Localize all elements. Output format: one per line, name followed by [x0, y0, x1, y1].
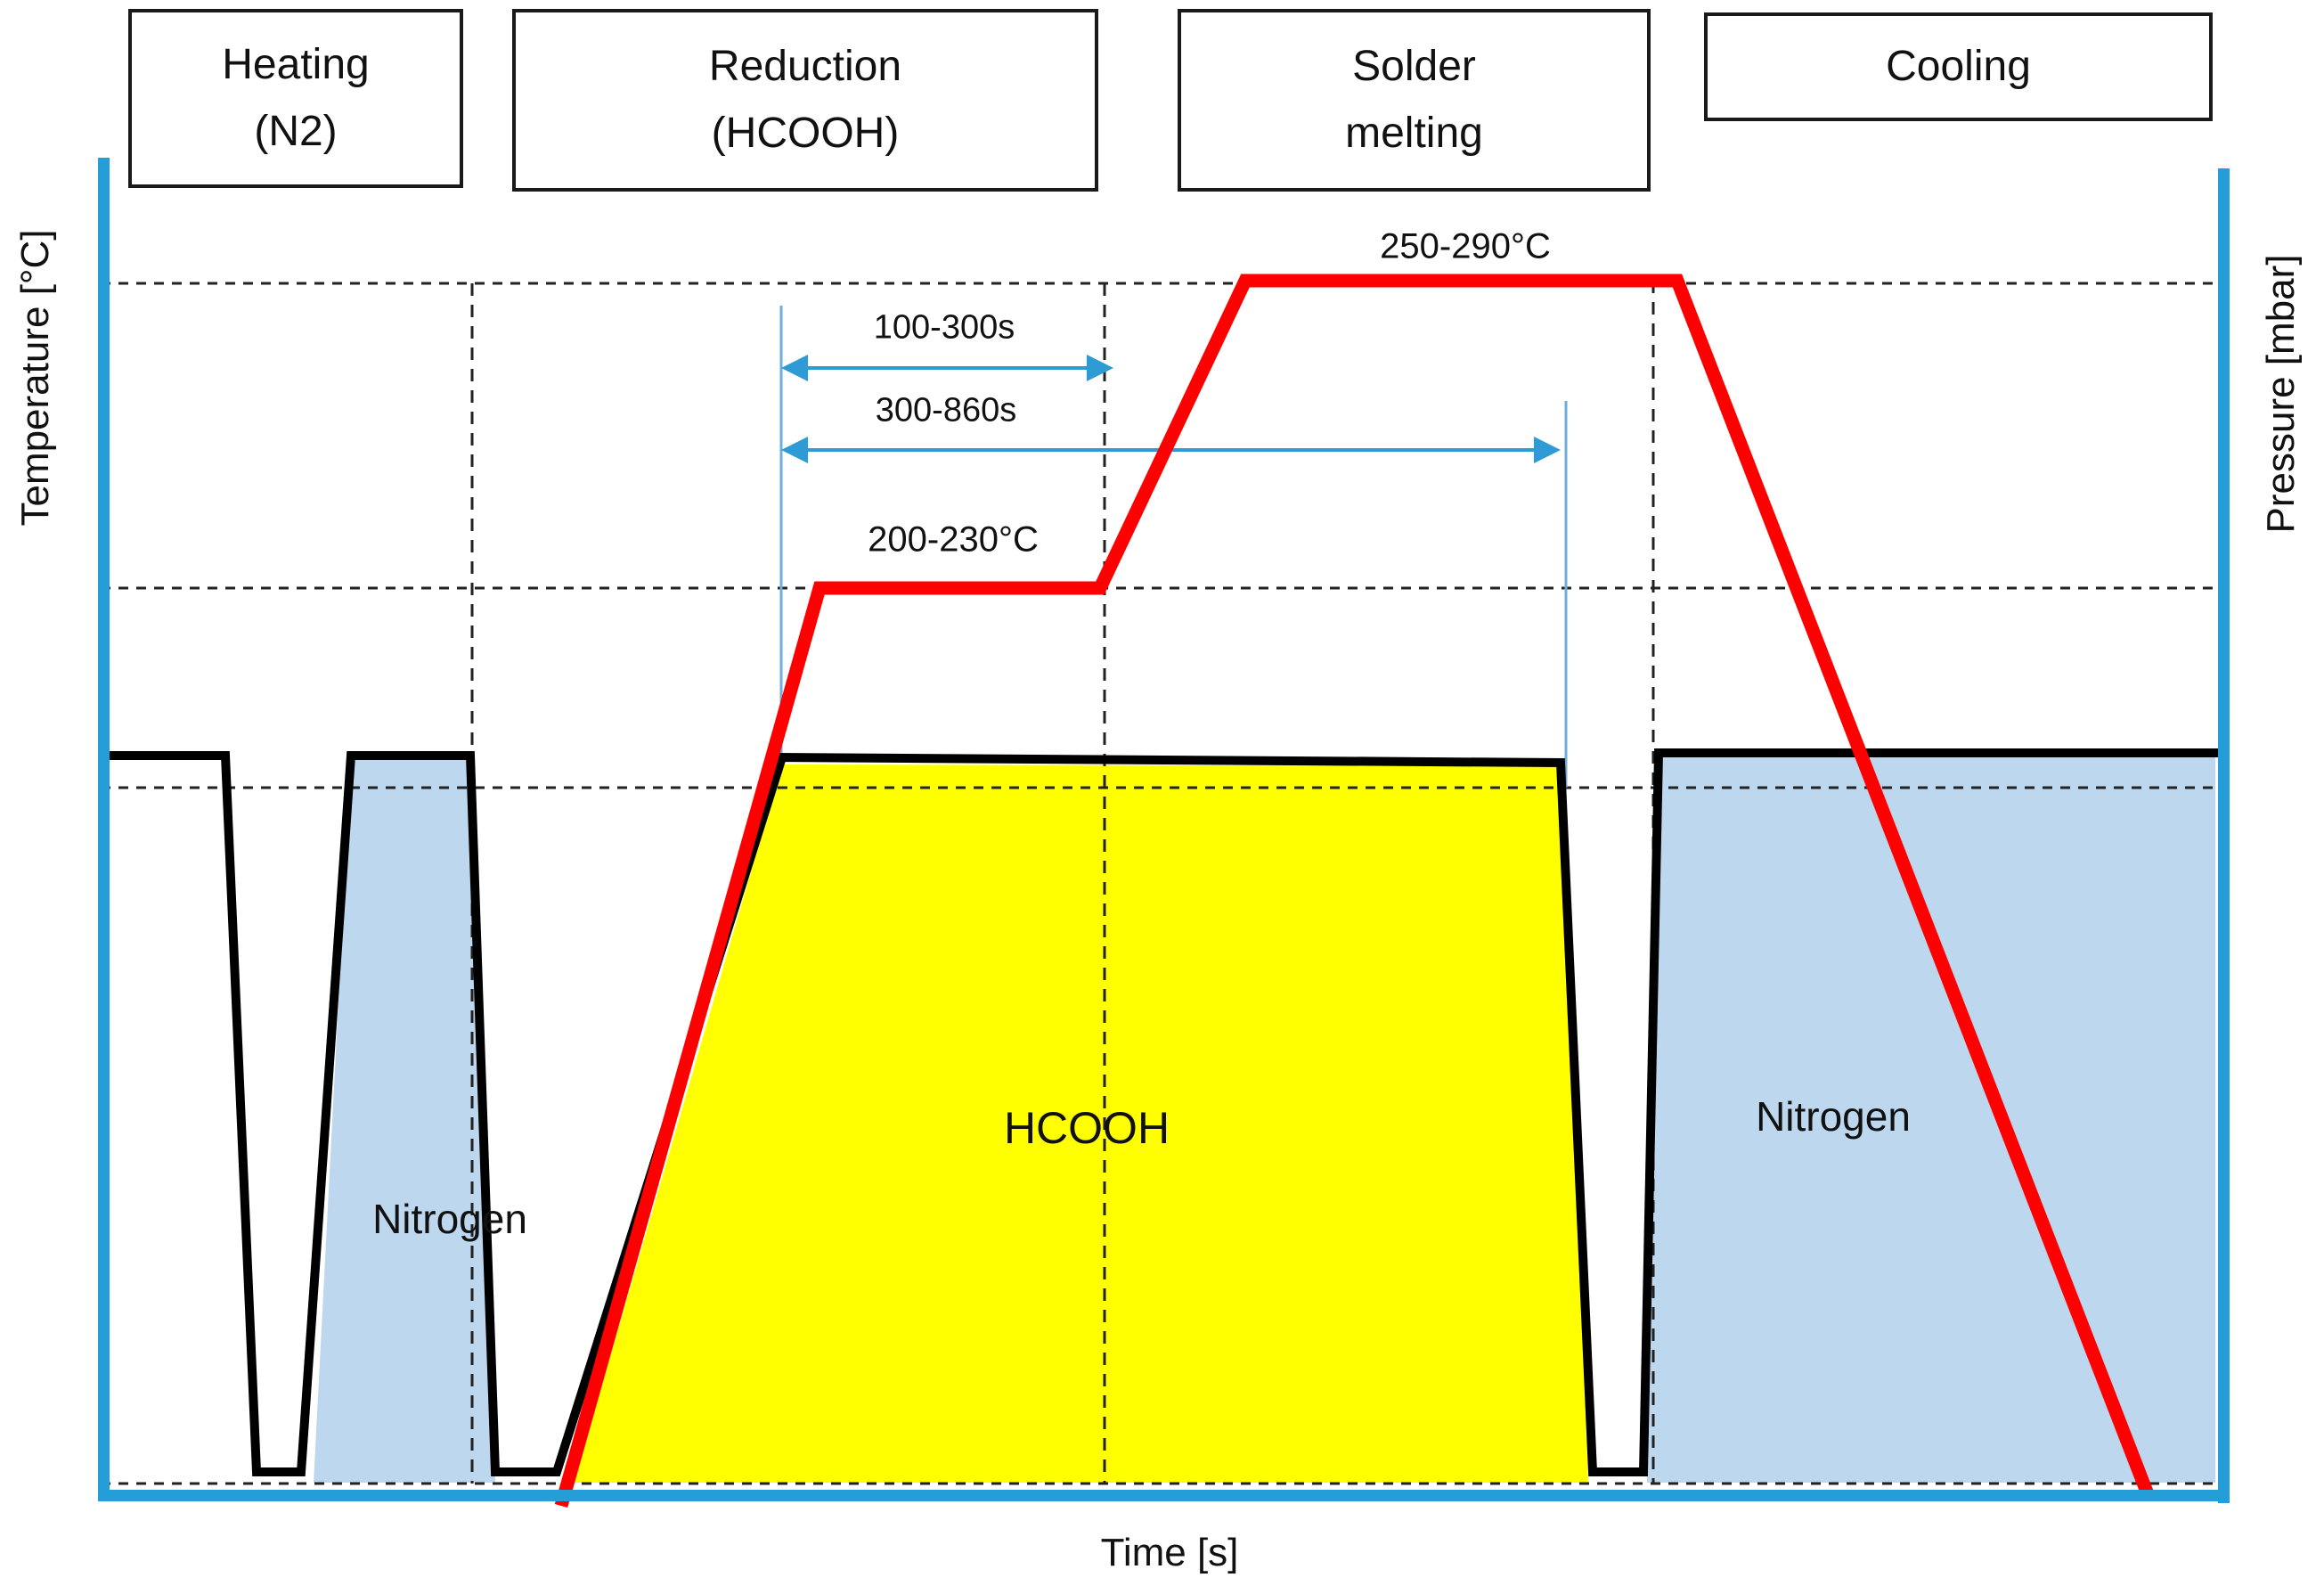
right-axis: [2218, 168, 2230, 1503]
left-axis: [98, 158, 110, 1500]
nitrogen-region-left-fill: [314, 760, 495, 1483]
phase-box-heating-line1: Heating: [222, 41, 370, 89]
phase-box-reduction-line1: Reduction: [708, 43, 902, 91]
phase-box-solder-line1: Solder: [1352, 43, 1476, 91]
phase-box-cooling: Cooling: [1704, 12, 2213, 121]
axes: [98, 158, 2230, 1503]
nitrogen-left-label: Nitrogen: [372, 1196, 527, 1242]
pressure-line: [101, 748, 2222, 1476]
phase-box-solder-line2: melting: [1345, 109, 1483, 157]
bottom-axis-title: Time [s]: [1100, 1531, 1239, 1574]
bottom-axis: [98, 1490, 2230, 1501]
peak-temperature-label: 250-290°C: [1380, 226, 1551, 266]
reduction-time-arrowhead-left: [781, 355, 808, 381]
process-time-label: 300-860s: [875, 391, 1017, 429]
nitrogen-right-label: Nitrogen: [1756, 1093, 1911, 1140]
hcooh-region-fill: [574, 764, 1588, 1483]
process-time-arrowhead-left: [781, 437, 808, 463]
reduction-temperature-label: 200-230°C: [868, 519, 1039, 560]
temperature-line: [554, 274, 2156, 1508]
right-axis-title: Pressure [mbar]: [2259, 254, 2303, 534]
left-axis-title: Temperature [°C]: [13, 229, 57, 527]
phase-box-reduction-line2: (HCOOH): [711, 109, 900, 157]
phase-box-solder-melting: Solder melting: [1178, 9, 1651, 192]
reduction-time-arrowhead-right: [1087, 355, 1113, 381]
phase-box-heating-line2: (N2): [254, 107, 338, 155]
phase-box-cooling-line1: Cooling: [1886, 42, 2031, 90]
phase-box-heating: Heating (N2): [128, 9, 463, 188]
nitrogen-region-right-fill: [1647, 756, 2215, 1483]
reduction-time-label: 100-300s: [873, 308, 1015, 347]
annotation-boundary-lines: [779, 306, 1568, 788]
dashed-horizontal-gridlines: [101, 282, 2218, 1485]
phase-box-reduction: Reduction (HCOOH): [512, 9, 1098, 192]
process-time-arrowhead-right: [1534, 437, 1561, 463]
hcooh-label: HCOOH: [1003, 1103, 1170, 1153]
